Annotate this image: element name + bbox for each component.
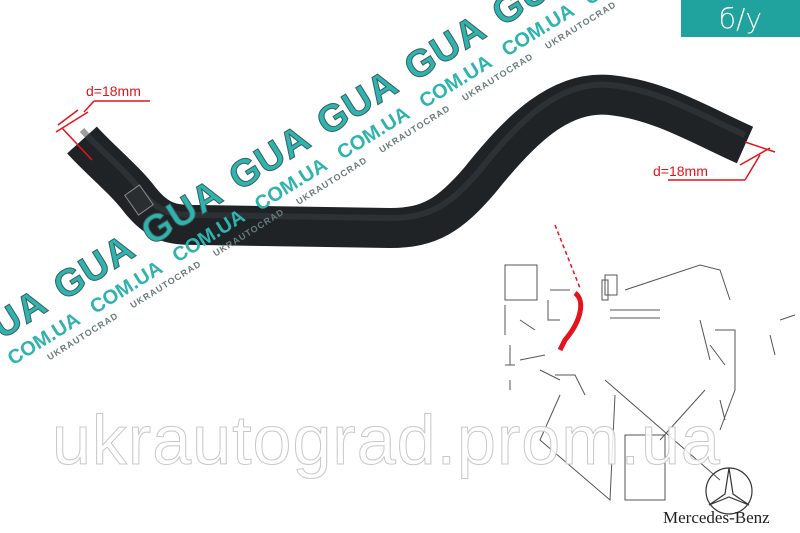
dimension-left	[55, 100, 150, 161]
condition-badge: б/у	[681, 0, 800, 37]
brand-name: Mercedes-Benz	[663, 508, 770, 527]
dimension-label-right: d=18mm	[653, 163, 708, 179]
highlighted-hose-part	[557, 290, 584, 352]
site-watermark: ukrautograd.prom.ua	[52, 401, 721, 480]
hose-clamp	[124, 184, 154, 216]
mercedes-star-icon	[705, 467, 753, 515]
dimension-right	[668, 141, 776, 181]
dimension-label-left: d=18mm	[86, 83, 141, 99]
parts-diagram	[504, 264, 796, 502]
pointer-arrow	[554, 224, 581, 289]
